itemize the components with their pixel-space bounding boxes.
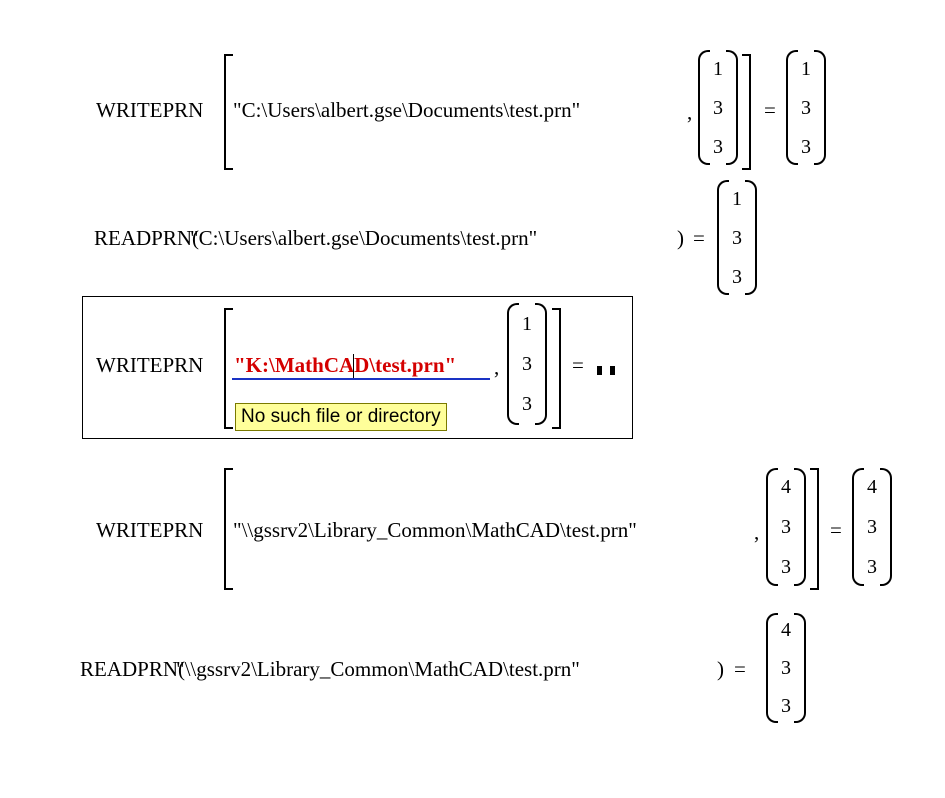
math-region-readprn-network[interactable]: READPRN( "\\gssrv2\Library_Common\MathCA…	[0, 605, 945, 725]
vector-cell: 4	[781, 476, 791, 498]
equals-sign: =	[734, 657, 746, 681]
left-bracket	[224, 308, 233, 429]
right-bracket	[810, 468, 819, 590]
text-cursor	[353, 354, 354, 378]
file-path-string[interactable]: "\\gssrv2\Library_Common\MathCAD\test.pr…	[176, 657, 580, 681]
file-path-string[interactable]: "\\gssrv2\Library_Common\MathCAD\test.pr…	[233, 518, 637, 542]
math-region-readprn-local[interactable]: READPRN( "C:\Users\albert.gse\Documents\…	[0, 175, 945, 295]
vector-cell: 1	[801, 58, 811, 80]
right-bracket	[742, 54, 751, 170]
vector-cell: 3	[867, 516, 877, 538]
comma: ,	[754, 520, 760, 544]
equals-sign: =	[693, 226, 705, 250]
error-file-path-string[interactable]: "K:\MathCAD\test.prn"	[234, 353, 457, 377]
file-path-string[interactable]: "C:\Users\albert.gse\Documents\test.prn"	[190, 226, 538, 250]
equals-sign: =	[572, 353, 584, 377]
vector-cell: 3	[713, 97, 723, 119]
vector-cell: 3	[781, 695, 791, 717]
vector-cell: 1	[522, 313, 532, 335]
result-vector: 4 3 3	[852, 468, 892, 586]
vector-cell: 1	[732, 188, 742, 210]
vector-cell: 3	[522, 353, 532, 375]
close-paren: )	[677, 226, 684, 250]
error-tooltip: No such file or directory	[235, 403, 447, 431]
function-name: WRITEPRN	[96, 98, 204, 122]
vector-cell: 3	[781, 556, 791, 578]
math-region-writeprn-network[interactable]: WRITEPRN "\\gssrv2\Library_Common\MathCA…	[0, 460, 945, 600]
vector-cell: 3	[781, 516, 791, 538]
math-region-writeprn-local[interactable]: WRITEPRN "C:\Users\albert.gse\Documents\…	[0, 0, 945, 170]
math-region-writeprn-error[interactable]: WRITEPRN "K:\MathCAD\test.prn" , 1 3 3 =…	[0, 296, 945, 437]
vector-cell: 3	[781, 657, 791, 679]
input-vector[interactable]: 4 3 3	[766, 468, 806, 586]
vector-cell: 3	[522, 393, 532, 415]
input-vector[interactable]: 1 3 3	[698, 50, 738, 165]
vector-cell: 1	[713, 58, 723, 80]
function-name: WRITEPRN	[96, 518, 204, 542]
error-underline	[232, 378, 490, 380]
vector-cell: 4	[867, 476, 877, 498]
result-vector: 1 3 3	[717, 180, 757, 295]
close-paren: )	[717, 657, 724, 681]
vector-cell: 4	[781, 619, 791, 641]
function-name: WRITEPRN	[96, 353, 204, 377]
selected-math-region-writeprn-error[interactable]	[82, 296, 633, 439]
vector-cell: 3	[801, 97, 811, 119]
result-vector: 4 3 3	[766, 613, 806, 723]
left-bracket	[224, 468, 233, 590]
result-placeholder[interactable]	[597, 366, 602, 375]
comma: ,	[687, 100, 693, 124]
result-placeholder[interactable]	[610, 366, 615, 375]
left-bracket	[224, 54, 233, 170]
file-path-string[interactable]: "C:\Users\albert.gse\Documents\test.prn"	[233, 98, 581, 122]
vector-cell: 3	[713, 136, 723, 158]
comma: ,	[494, 355, 500, 379]
right-bracket	[552, 308, 561, 429]
vector-cell: 3	[867, 556, 877, 578]
equals-sign: =	[830, 518, 842, 542]
vector-cell: 3	[732, 266, 742, 288]
input-vector[interactable]: 1 3 3	[507, 303, 547, 425]
vector-cell: 3	[732, 227, 742, 249]
vector-cell: 3	[801, 136, 811, 158]
function-name: READPRN(	[80, 657, 186, 681]
result-vector: 1 3 3	[786, 50, 826, 165]
equals-sign: =	[764, 98, 776, 122]
function-name: READPRN(	[94, 226, 200, 250]
